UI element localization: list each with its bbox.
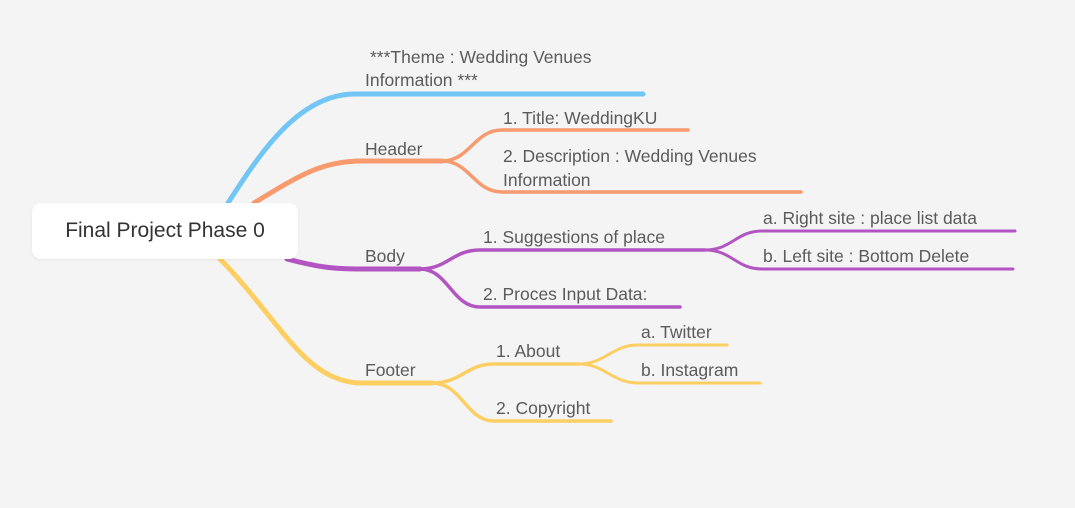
branch-footer-about-line	[430, 362, 581, 385]
branch-body-line	[284, 256, 423, 272]
branch-body-suggestions-line	[418, 248, 707, 271]
body-process-node[interactable]: 2. Proces Input Data:	[483, 284, 648, 304]
branch-header-description-line	[440, 159, 803, 194]
header-title-node[interactable]: 1. Title: WeddingKU	[503, 108, 658, 128]
body-left-site-node[interactable]: b. Left site : Bottom Delete	[763, 246, 970, 266]
root-node-label: Final Project Phase 0	[65, 219, 265, 242]
branch-body-process-line	[418, 267, 682, 309]
branch-body-left-site-line	[703, 248, 1015, 271]
footer-twitter-node[interactable]: a. Twitter	[641, 322, 712, 342]
footer-about-node[interactable]: 1. About	[496, 341, 561, 361]
branch-theme-line	[225, 91, 646, 206]
header-node[interactable]: Header	[365, 139, 423, 159]
theme-node-line1[interactable]: ***Theme : Wedding Venues	[370, 47, 592, 67]
footer-instagram-node[interactable]: b. Instagram	[641, 360, 739, 380]
branch-footer-line	[217, 256, 435, 386]
body-node[interactable]: Body	[365, 246, 405, 266]
theme-node-line2[interactable]: Information ***	[365, 70, 478, 90]
branch-header-line	[251, 158, 445, 206]
branch-footer-copyright-line	[430, 381, 613, 423]
header-description-node-line2[interactable]: Information	[503, 170, 591, 190]
body-suggestions-node[interactable]: 1. Suggestions of place	[483, 227, 665, 247]
header-description-node-line1[interactable]: 2. Description : Wedding Venues	[503, 146, 757, 166]
branch-header-title-line	[440, 128, 690, 163]
root-node[interactable]: Final Project Phase 0	[32, 203, 298, 259]
footer-node[interactable]: Footer	[365, 360, 416, 380]
footer-copyright-node[interactable]: 2. Copyright	[496, 398, 591, 418]
body-right-site-node[interactable]: a. Right site : place list data	[763, 208, 977, 228]
branch-footer-instagram-line	[577, 362, 762, 385]
